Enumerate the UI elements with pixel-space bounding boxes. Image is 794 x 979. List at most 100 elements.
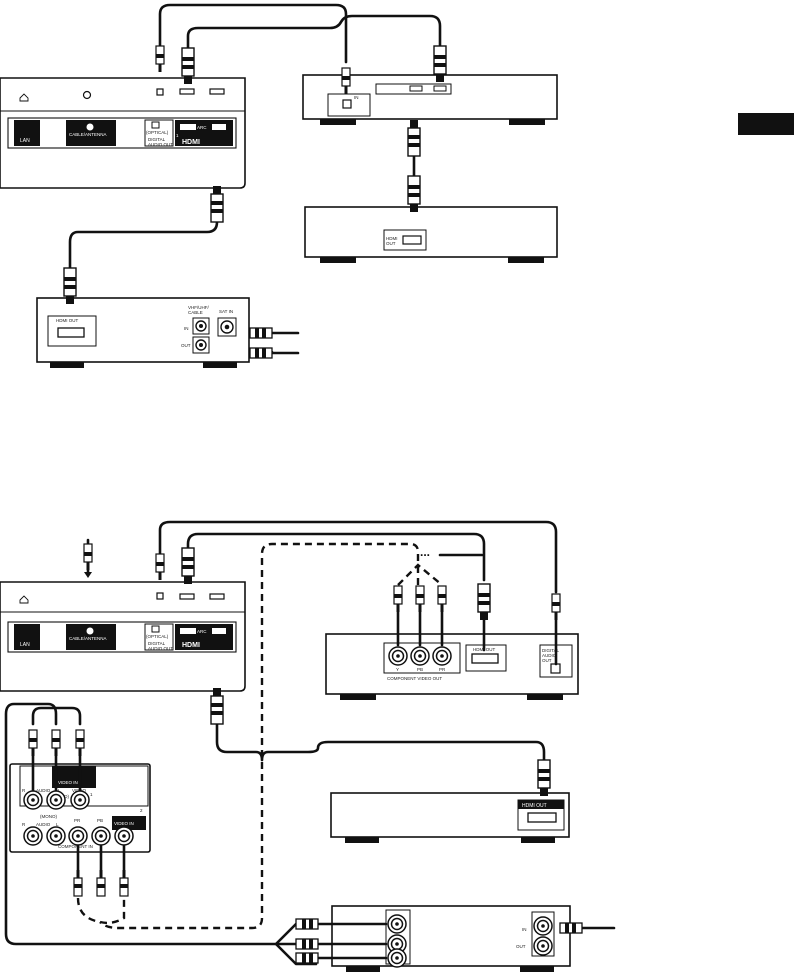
vcr-antenna-plug [559, 922, 583, 934]
hdmi-tv-device-cable-bottom [214, 732, 256, 755]
optical-cable-bottom [158, 520, 558, 594]
lan-port [14, 120, 40, 146]
vcr-out-jack [533, 936, 553, 956]
video-in2-label: VIDEO IN [114, 821, 134, 826]
av-component-y-plug [73, 869, 83, 897]
av-video-jack [70, 790, 90, 810]
av-component-pb-jack [91, 826, 111, 846]
av-audio-l-jack [46, 790, 66, 810]
av-audio-l-plug [51, 729, 61, 757]
av-audio-cross [4, 702, 278, 946]
cablebox-in-label: IN [184, 326, 189, 331]
av-audio-loop [31, 706, 82, 726]
audio-label: AUDIO [36, 788, 51, 793]
pb-label: PB [97, 818, 103, 823]
hdmi-logo: HDMI [182, 139, 200, 146]
hdmi-tv-device-cable-bottom2 [215, 718, 546, 762]
cable-antenna-label: CABLE/ANTENNA [69, 132, 107, 137]
hdmi-plug-component-device [477, 583, 491, 621]
component-out-label: COMPONENT VIDEO OUT [387, 676, 442, 681]
hdmi-arc-cable [186, 14, 442, 52]
av-audio2-l-jack [46, 826, 66, 846]
av-component-y-jack [68, 826, 88, 846]
sat-in-plug [249, 327, 273, 339]
av-component-pr-plug [119, 869, 129, 897]
cablebox-hdmi-out-label: HDMI OUT [56, 318, 78, 323]
audio-l-label: L [58, 788, 61, 793]
component-pb-plug [415, 585, 425, 613]
audio2-label: AUDIO [36, 822, 51, 827]
lan-label-bottom: LAN [20, 642, 30, 648]
vcr: IN OUT [331, 905, 571, 972]
sat-in-label: SAT IN [219, 309, 233, 314]
av-video-plug [75, 729, 85, 757]
mono2-label: (MONO) [40, 814, 57, 819]
av-component-pb-plug [96, 869, 106, 897]
cable-antenna-label-bottom: CABLE/ANTENNA [69, 636, 107, 641]
vhf-uhf-label: VHF/UHF/CABLE [188, 305, 209, 315]
component-pb-jack [410, 646, 430, 666]
optical-cable [158, 3, 348, 64]
port-number-1: 1 [90, 792, 93, 797]
component-pr-label: PR [439, 667, 446, 672]
lan-label: LAN [20, 138, 30, 144]
component-y-label: Y [396, 667, 399, 672]
hdmi-plug-device-bottom [537, 759, 551, 797]
optical-plug-component-device [551, 593, 561, 621]
component-dashed-bottom [76, 897, 126, 925]
video-in-label: VIDEO IN [58, 780, 78, 785]
av-audio-r-plug [28, 729, 38, 757]
hdmi-arc-cable-bottom [186, 532, 486, 582]
component-y-plug [393, 585, 403, 613]
vcr-in-jack [533, 916, 553, 936]
component-pb-label: PB [417, 667, 423, 672]
component-y-jack [388, 646, 408, 666]
component-dashed-route [99, 542, 420, 930]
hdmi-device-hdmi-out-label: HDMI OUT [522, 803, 547, 809]
vcr-in-label: IN [522, 927, 527, 932]
component-pr-plug [437, 585, 447, 613]
optical-label: (OPTICAL) [146, 130, 169, 135]
cable-satellite-box: HDMI OUT VHF/UHF/CABLE IN OUT SAT IN [36, 297, 250, 368]
av-audio-r-jack [23, 790, 43, 810]
vcr-audio-r-jack [387, 948, 407, 968]
cablebox-out-label: OUT [181, 343, 191, 348]
audio2-r-label: R [22, 822, 26, 827]
component-dots: ... [420, 545, 430, 559]
antenna-connector-tip [84, 572, 92, 578]
hdmi-plug-tv-port2 [210, 185, 224, 223]
lan-port-bottom [14, 624, 40, 650]
component-in-label: COMPONENT IN [58, 844, 93, 849]
hdmi-device-bottom: HDMI OUT [330, 792, 570, 843]
pr-label: PR [74, 818, 81, 823]
hdmi-tv-cablebox-cable [68, 103, 219, 270]
optical-plug-tv [155, 45, 165, 73]
hdmi-port-number: 1 [176, 133, 179, 138]
hdmi-plug-tv-arc-bottom [181, 547, 195, 585]
vcr-out-label: OUT [516, 944, 526, 949]
component-fanout-dashed [397, 563, 443, 586]
hdmi-plug-receiver-in [407, 119, 421, 157]
settings-icon [82, 90, 92, 100]
optical-label-bottom: (OPTICAL) [146, 634, 169, 639]
vcr-video-jack [387, 914, 407, 934]
antenna-out-plug [249, 347, 273, 359]
port-number-2: 2 [140, 808, 143, 813]
vcr-rca-plug-3 [295, 952, 319, 964]
arc-label: ARC [197, 125, 207, 130]
antenna-plug-bottom [83, 543, 93, 571]
vcr-rca-plug-1 [295, 918, 319, 930]
av-receiver: IN [302, 74, 558, 125]
arc-label-bottom: ARC [197, 629, 207, 634]
